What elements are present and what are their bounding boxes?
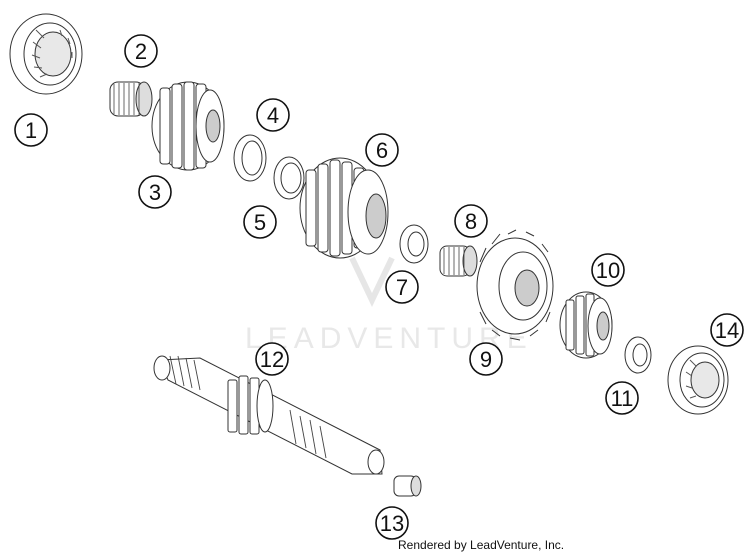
part-7-lock-washer[interactable] bbox=[399, 224, 429, 264]
callout-number: 12 bbox=[260, 347, 284, 372]
part-10-gear[interactable] bbox=[559, 291, 613, 359]
callout-5[interactable]: 5 bbox=[243, 205, 277, 239]
callout-circle bbox=[243, 205, 277, 239]
part-13-bushing[interactable] bbox=[393, 475, 422, 497]
callout-14[interactable]: 14 bbox=[710, 313, 744, 347]
part-6-sliding-gear[interactable] bbox=[299, 157, 389, 259]
callout-number: 5 bbox=[254, 210, 266, 235]
callout-number: 9 bbox=[480, 347, 492, 372]
callout-number: 10 bbox=[596, 258, 620, 283]
callout-circle bbox=[14, 113, 48, 147]
callout-circle bbox=[124, 34, 158, 68]
callout-7[interactable]: 7 bbox=[385, 270, 419, 304]
callout-circle bbox=[138, 175, 172, 209]
render-credit: Rendered by LeadVenture, Inc. bbox=[398, 538, 565, 552]
callout-circle bbox=[375, 506, 409, 540]
callout-13[interactable]: 13 bbox=[375, 506, 409, 540]
callout-number: 2 bbox=[135, 39, 147, 64]
part-3-gear[interactable] bbox=[151, 81, 225, 171]
part-8-needle-bearing[interactable] bbox=[439, 245, 478, 277]
part-4-washer[interactable] bbox=[233, 134, 267, 182]
callout-10[interactable]: 10 bbox=[591, 253, 625, 287]
part-9-gear[interactable] bbox=[476, 229, 554, 341]
callout-number: 6 bbox=[376, 138, 388, 163]
part-1-bearing[interactable] bbox=[9, 13, 83, 95]
callout-2[interactable]: 2 bbox=[124, 34, 158, 68]
part-2-needle-bearing[interactable] bbox=[109, 81, 153, 117]
callout-number: 3 bbox=[149, 180, 161, 205]
part-11-washer[interactable] bbox=[624, 336, 652, 374]
callout-circle bbox=[605, 381, 639, 415]
callout-number: 4 bbox=[267, 103, 279, 128]
part-14-bearing[interactable] bbox=[667, 345, 729, 415]
callout-12[interactable]: 12 bbox=[255, 342, 289, 376]
callout-4[interactable]: 4 bbox=[256, 98, 290, 132]
callout-circle bbox=[385, 270, 419, 304]
callout-circle bbox=[591, 253, 625, 287]
callout-number: 8 bbox=[465, 209, 477, 234]
callout-8[interactable]: 8 bbox=[454, 204, 488, 238]
callout-number: 11 bbox=[611, 386, 634, 411]
callout-6[interactable]: 6 bbox=[365, 133, 399, 167]
callout-circle bbox=[256, 98, 290, 132]
callout-number: 14 bbox=[715, 318, 739, 343]
callout-circle bbox=[255, 342, 289, 376]
callout-3[interactable]: 3 bbox=[138, 175, 172, 209]
callout-1[interactable]: 1 bbox=[14, 113, 48, 147]
callout-circle bbox=[454, 204, 488, 238]
callout-number: 1 bbox=[25, 118, 37, 143]
callout-11[interactable]: 11 bbox=[605, 381, 639, 415]
part-5-lock-ring[interactable] bbox=[273, 156, 305, 200]
callout-number: 7 bbox=[396, 275, 408, 300]
part-12-main-shaft[interactable] bbox=[153, 355, 385, 475]
callout-number: 13 bbox=[380, 511, 404, 536]
callout-circle bbox=[710, 313, 744, 347]
callout-9[interactable]: 9 bbox=[469, 342, 503, 376]
callout-circle bbox=[469, 342, 503, 376]
callout-circle bbox=[365, 133, 399, 167]
